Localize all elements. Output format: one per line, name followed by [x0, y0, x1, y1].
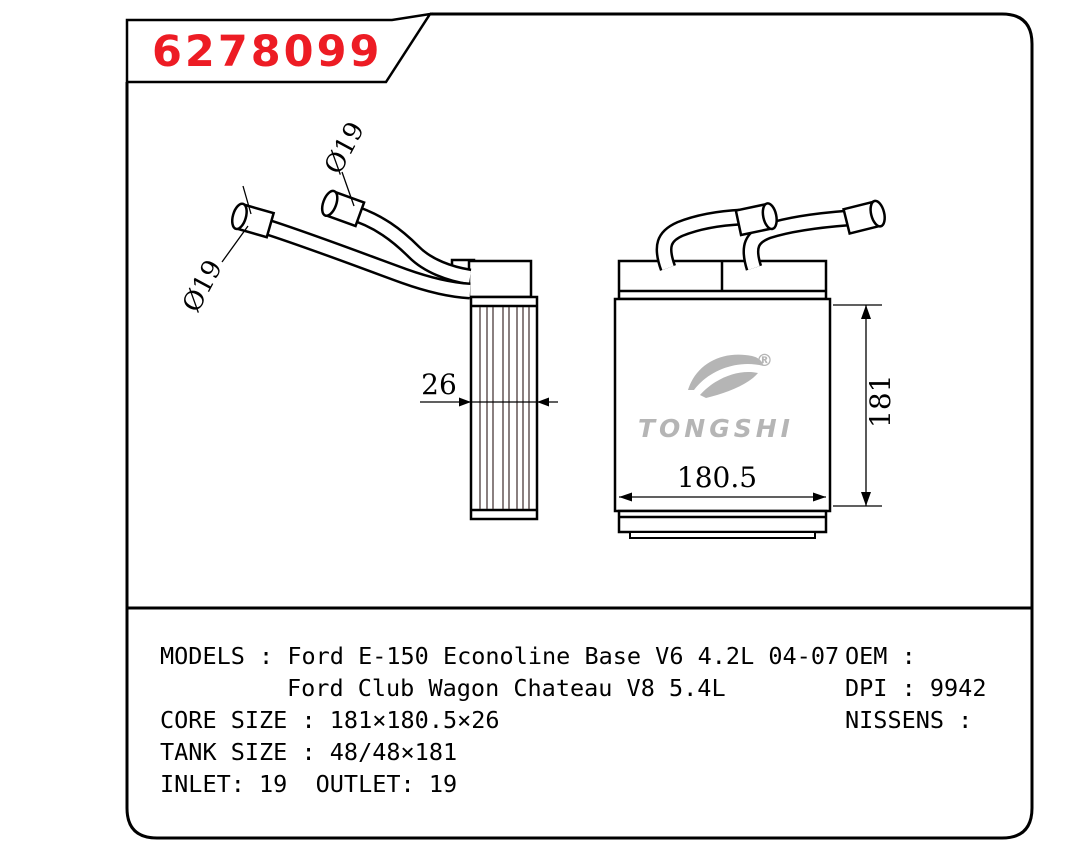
spec-models-line1: MODELS : Ford E-150 Econoline Base V6 4.…: [160, 642, 839, 670]
registered-mark: ®: [756, 351, 773, 371]
dimension-pipe-diameter-upper: Ø19: [319, 117, 371, 179]
side-view-fitting-upper: [320, 189, 366, 228]
spec-core-size: CORE SIZE : 181×180.5×26: [160, 706, 500, 734]
dimension-core-depth: 26: [421, 368, 457, 401]
dimension-pipe-diameter-lower: Ø19: [177, 255, 229, 317]
side-view-tank: [467, 259, 533, 299]
dimension-core-depth-group: 26: [420, 368, 558, 407]
side-view-tube-fins: [479, 307, 530, 509]
dimension-core-width-group: 180.5: [619, 461, 826, 502]
front-view-pipe-right: [742, 209, 849, 271]
spec-models-line2: Ford Club Wagon Chateau V8 5.4L: [287, 674, 726, 702]
side-view: Ø19 Ø19 26: [177, 117, 558, 521]
front-view-bottom-lip: [629, 531, 816, 539]
leader-tick: [242, 185, 252, 215]
logo-bird-icon-lower: [700, 371, 758, 398]
logo-bird-icon: [688, 354, 764, 390]
leader-line-lower: [221, 225, 249, 263]
spec-dpi: DPI : 9942: [845, 674, 986, 702]
side-view-fitting-lower: [230, 202, 276, 239]
part-number: 6278099: [152, 27, 382, 77]
dimension-core-height: 181: [864, 375, 897, 428]
spec-block: MODELS : Ford E-150 Econoline Base V6 4.…: [160, 642, 986, 798]
spec-oem: OEM :: [845, 642, 916, 670]
side-view-core: [469, 295, 539, 521]
front-view-fitting-right: [842, 199, 886, 235]
drawing-border: [125, 12, 1034, 840]
spec-nissens: NISSENS :: [845, 706, 972, 734]
side-view-pipe-upper: [347, 203, 472, 286]
part-number-box: [125, 12, 433, 84]
spec-tank-size: TANK SIZE : 48/48×181: [160, 738, 457, 766]
front-view-bottom-tank: [617, 509, 828, 534]
logo-brand-text: TONGSHI: [638, 414, 794, 443]
dimension-core-width: 180.5: [677, 461, 757, 494]
leader-line-upper: [341, 171, 355, 207]
tongshi-logo: ® TONGSHI: [638, 351, 794, 443]
front-view: ® TONGSHI 180.5 181: [613, 199, 897, 539]
spec-inlet-outlet: INLET: 19 OUTLET: 19: [160, 770, 457, 798]
dimension-core-height-group: 181: [833, 304, 897, 507]
front-view-core: [613, 297, 832, 513]
front-view-pipe-left: [655, 208, 743, 271]
side-view-pipe-lower: [261, 217, 471, 300]
front-view-fitting-left: [734, 202, 778, 237]
